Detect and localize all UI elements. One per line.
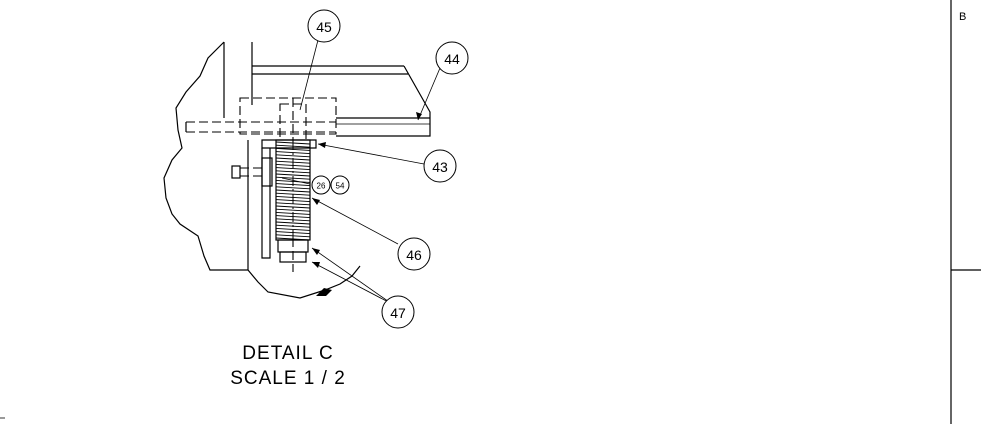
balloon-45-label: 45: [316, 19, 332, 35]
arrow-47a: [312, 248, 320, 255]
bottom-nuts: [277, 238, 309, 272]
leader-2654: [281, 177, 311, 185]
balloon-44-label: 44: [444, 51, 460, 67]
leader-46: [311, 197, 399, 245]
balloon-45: 45: [307, 9, 341, 43]
balloon-26: 26: [311, 175, 331, 195]
top-nut-hidden: [279, 98, 307, 142]
leader-47a: [311, 247, 393, 305]
arrow-43: [318, 142, 326, 148]
thread-line: [275, 173, 311, 177]
balloon-43: 43: [423, 149, 457, 183]
balloon-54-label: 54: [336, 182, 345, 191]
leader-47b: [311, 261, 393, 305]
leader-44: [417, 67, 441, 121]
zone-letter: B: [959, 11, 967, 23]
balloon-26-label: 26: [317, 182, 326, 191]
arrow-44: [416, 112, 422, 120]
thread-line: [275, 186, 311, 190]
thread-line: [275, 151, 311, 155]
rail-end: [336, 65, 431, 137]
balloon-43-label: 43: [432, 159, 448, 175]
arrow-47b: [312, 262, 320, 268]
break-outline: [163, 41, 361, 299]
hidden-block: [239, 97, 337, 135]
leader-45: [299, 39, 319, 111]
leader-43: [317, 143, 425, 165]
detail-title: DETAIL C: [242, 343, 334, 364]
threaded-rod: [275, 139, 311, 241]
balloon-44: 44: [435, 41, 469, 75]
arrow-46: [312, 198, 320, 205]
side-pin: [231, 157, 273, 187]
bracket-side: [261, 148, 271, 259]
weld-symbol: [316, 288, 332, 296]
thread-line: [275, 154, 311, 158]
balloon-46-label: 46: [406, 247, 422, 263]
thread-line: [275, 221, 311, 225]
thread-line: [275, 167, 311, 171]
thread-line: [275, 208, 311, 212]
balloon-46: 46: [397, 237, 431, 271]
balloon-47: 47: [381, 295, 415, 329]
balloon-54: 54: [330, 175, 350, 195]
thread-line: [275, 227, 311, 231]
balloon-47-label: 47: [390, 305, 406, 321]
detail-scale: SCALE 1 / 2: [230, 368, 346, 389]
